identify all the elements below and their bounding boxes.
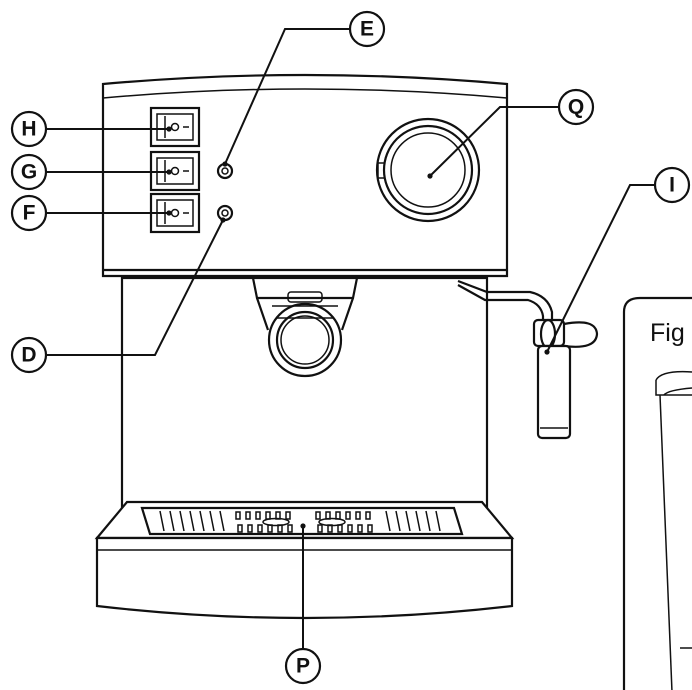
callout-h: H: [10, 110, 172, 148]
callout-label-q: Q: [568, 96, 584, 119]
callout-label-h: H: [21, 118, 36, 141]
steam-wand: [457, 279, 599, 440]
callout-g: G: [10, 153, 172, 191]
callout-label-g: G: [21, 161, 37, 184]
pressure-gauge: [375, 117, 481, 223]
callout-label-p: P: [296, 655, 310, 678]
callout-label-f: F: [23, 202, 36, 225]
callout-p: P: [284, 523, 322, 685]
inset-figure-title: Fig: [650, 319, 685, 347]
callout-label-i: I: [669, 174, 675, 197]
callout-d: D: [10, 217, 226, 374]
callout-label-e: E: [360, 18, 374, 41]
callout-q: Q: [427, 88, 595, 179]
callout-e: E: [222, 10, 386, 167]
machine-body: [101, 73, 509, 510]
callout-label-d: D: [21, 344, 36, 367]
group-head: [251, 277, 359, 378]
inset-figure: Fig: [622, 296, 692, 690]
drip-tray: [94, 500, 515, 620]
callout-f: F: [10, 194, 172, 232]
callout-i: I: [544, 166, 691, 355]
switch-h: [149, 106, 201, 148]
